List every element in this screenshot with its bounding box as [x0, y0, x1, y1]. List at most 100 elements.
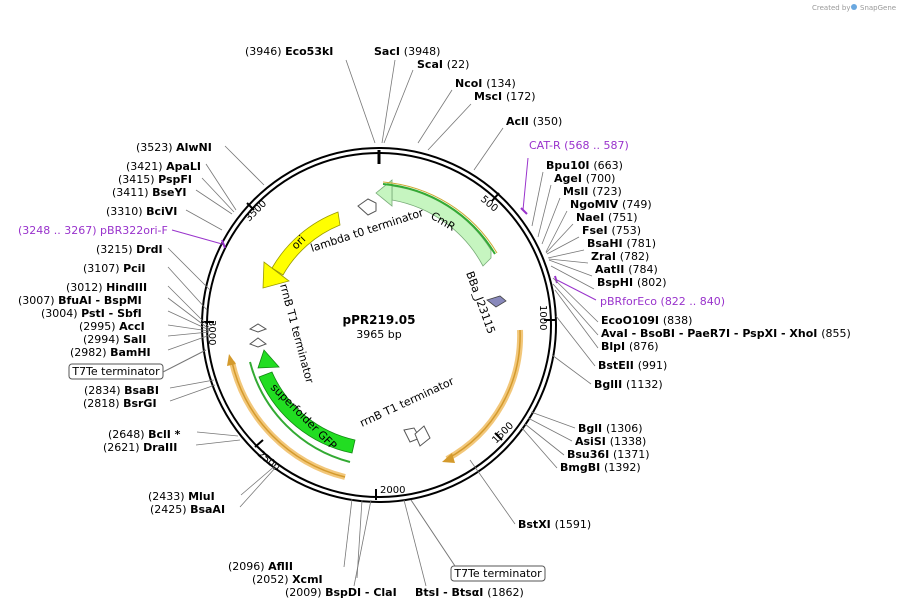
site-label[interactable]: BstXI (1591) [518, 518, 591, 531]
site-label[interactable]: (2834) BsaBI [84, 384, 159, 397]
site-enzyme-name: BsrGI [123, 397, 156, 410]
rrnb-t1-left-label: rrnB T1 terminator [277, 282, 316, 385]
site-enzyme-name: MscI [474, 90, 506, 103]
site-label[interactable]: (3107) PciI [83, 262, 146, 275]
site-label[interactable]: BstEII (991) [598, 359, 667, 372]
site-label[interactable]: (2982) BamHI [70, 346, 151, 359]
site-label[interactable]: BtsI - BtsαI (1862) [415, 586, 524, 599]
gfp-arrow[interactable] [257, 349, 356, 454]
site-label[interactable]: (3415) PspFI [118, 173, 192, 186]
site-label[interactable]: BglI (1306) [578, 422, 643, 435]
site-label[interactable]: (3421) ApaLI [126, 160, 201, 173]
tick-label-3000: 3000 [206, 320, 217, 345]
site-leader-line [356, 499, 363, 579]
site-label[interactable]: (2818) BsrGI [83, 397, 157, 410]
site-label[interactable]: (3411) BseYI [112, 186, 187, 199]
primer-label[interactable]: CAT-R (568 .. 587) [529, 139, 629, 152]
site-leader-line [473, 127, 504, 171]
snapgene-logo-icon [851, 4, 857, 10]
orange-arc-right-line [446, 329, 521, 460]
site-enzyme-name: BstEII [598, 359, 638, 372]
site-position: (876) [629, 340, 659, 353]
site-enzyme-name: BclI * [148, 428, 181, 441]
ori-arrow[interactable] [262, 211, 341, 289]
site-label[interactable]: (2621) DraIII [103, 441, 177, 454]
site-label[interactable]: (2995) AccI [79, 320, 145, 333]
primer-label[interactable]: (3248 .. 3267) pBR322ori-F [18, 224, 168, 237]
site-label[interactable]: (3946) Eco53kI [245, 45, 333, 58]
site-label[interactable]: EcoO109I (838) [601, 314, 692, 327]
site-label[interactable]: (2425) BsaAI [150, 503, 225, 516]
site-leader-line [427, 103, 472, 151]
site-label[interactable]: BspHI (802) [597, 276, 667, 289]
site-label[interactable]: ScaI (22) [417, 58, 469, 71]
site-leader-line [167, 297, 210, 330]
site-position: (1862) [487, 586, 524, 599]
site-enzyme-name: AccI [119, 320, 145, 333]
site-enzyme-name: ApaLI [166, 160, 201, 173]
t7te-leader-bottom [410, 499, 456, 567]
site-leader-line [167, 324, 210, 332]
t7te-leader-left [162, 349, 207, 373]
site-label[interactable]: (2009) BspDI - ClaI [285, 586, 397, 599]
site-label[interactable]: (2648) BclI * [108, 428, 181, 441]
site-label[interactable]: NcoI (134) [455, 77, 516, 90]
site-label[interactable]: BsaHI (781) [587, 237, 656, 250]
site-label[interactable]: SacI (3948) [374, 45, 440, 58]
site-label[interactable]: Bsu36I (1371) [567, 448, 650, 461]
site-position: (753) [611, 224, 641, 237]
site-label[interactable]: AvaI - BsoBI - PaeR7I - PspXI - XhoI (85… [601, 327, 851, 340]
site-label[interactable]: FseI (753) [582, 224, 641, 237]
site-leader-line [195, 189, 233, 215]
site-enzyme-name: BglII [594, 378, 626, 391]
site-enzyme-name: DraIII [143, 441, 177, 454]
site-label[interactable]: BlpI (876) [601, 340, 659, 353]
site-label[interactable]: (3004) PstI - SbfI [41, 307, 142, 320]
site-leader-line [541, 197, 561, 245]
site-label[interactable]: AclI (350) [506, 115, 562, 128]
site-label[interactable]: Bpu10I (663) [546, 159, 623, 172]
site-leader-line [550, 265, 595, 290]
site-label[interactable]: (3310) BciVI [106, 205, 177, 218]
site-enzyme-name: HindIII [106, 281, 147, 294]
site-label[interactable]: NaeI (751) [576, 211, 638, 224]
site-enzyme-name: DrdI [136, 243, 163, 256]
site-enzyme-name: BfuAI - BspMI [58, 294, 142, 307]
site-label[interactable]: BmgBI (1392) [560, 461, 641, 474]
site-enzyme-name: PspFI [158, 173, 192, 186]
site-label[interactable]: MscI (172) [474, 90, 536, 103]
primer-label[interactable]: pBRforEco (822 .. 840) [600, 295, 725, 308]
site-label[interactable]: (2052) XcmI [252, 573, 323, 586]
site-position: (1306) [606, 422, 643, 435]
site-position: (838) [663, 314, 693, 327]
site-enzyme-name: ScaI [417, 58, 447, 71]
site-label[interactable]: (3007) BfuAI - BspMI [18, 294, 142, 307]
plasmid-length: 3965 bp [356, 328, 401, 341]
site-enzyme-name: BspDI - ClaI [325, 586, 397, 599]
site-label[interactable]: NgoMIV (749) [570, 198, 652, 211]
site-enzyme-name: EcoO109I [601, 314, 663, 327]
site-enzyme-name: Bsu36I [567, 448, 613, 461]
site-label[interactable]: BglII (1132) [594, 378, 663, 391]
site-label[interactable]: (3215) DrdI [96, 243, 163, 256]
site-label[interactable]: AatII (784) [595, 263, 658, 276]
site-label[interactable]: MslI (723) [563, 185, 622, 198]
site-position: (663) [593, 159, 623, 172]
site-label[interactable]: (2096) AflII [228, 560, 293, 573]
site-enzyme-name: ZraI [591, 250, 620, 263]
site-label[interactable]: AgeI (700) [554, 172, 615, 185]
rrnb-t1-left-icon [248, 323, 268, 348]
site-position: (1338) [610, 435, 647, 448]
site-label[interactable]: AsiSI (1338) [575, 435, 646, 448]
site-label[interactable]: (2994) SalI [83, 333, 146, 346]
gfp-strand-line [249, 361, 351, 463]
site-position: (3523) [136, 141, 176, 154]
site-label[interactable]: (3523) AlwNI [136, 141, 212, 154]
orange-arc-right-head [442, 453, 455, 463]
site-enzyme-name: BsaBI [124, 384, 159, 397]
site-position: (2621) [103, 441, 143, 454]
site-leader-line [167, 247, 211, 291]
site-label[interactable]: (2433) MluI [148, 490, 215, 503]
site-label[interactable]: (3012) HindIII [66, 281, 147, 294]
site-label[interactable]: ZraI (782) [591, 250, 649, 263]
